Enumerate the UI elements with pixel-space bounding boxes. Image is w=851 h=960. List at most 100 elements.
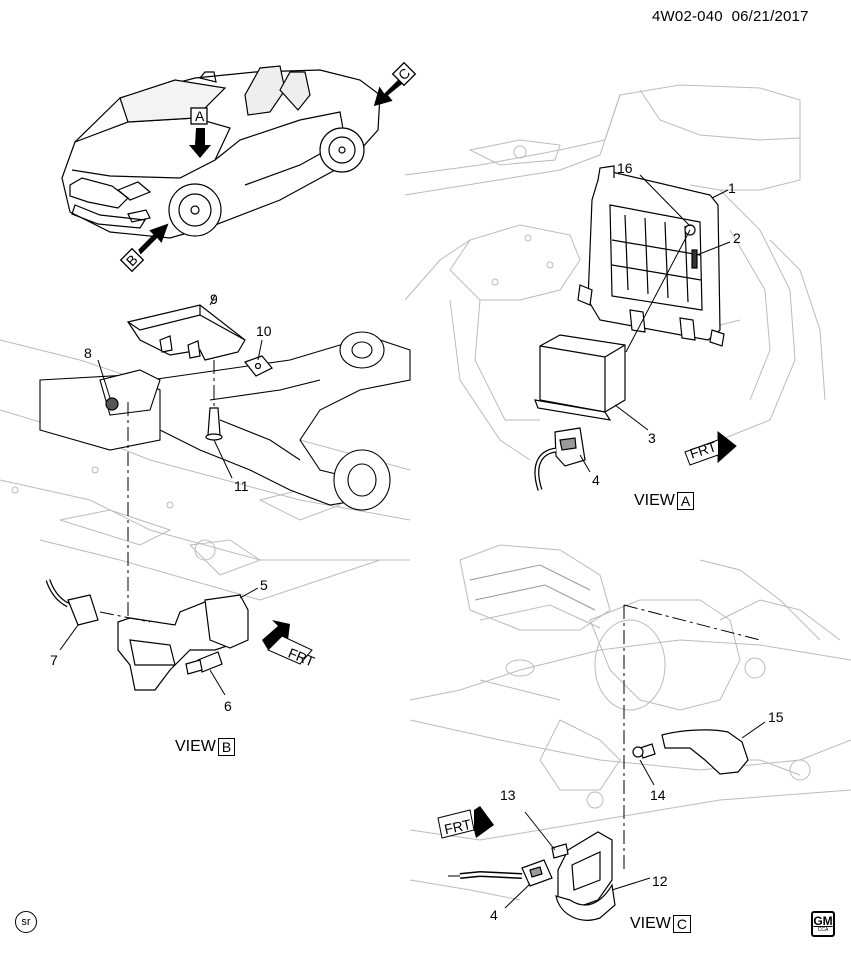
front-arrow-icon (474, 806, 494, 838)
view-c-tag-box (391, 61, 417, 87)
bracket-tab (597, 165, 615, 181)
callout-14: 14 (650, 787, 666, 803)
view-c-leaders (448, 604, 766, 909)
bracket-bolt-thread (185, 659, 203, 675)
view-a-arrow (189, 128, 211, 158)
front-arrow-head-fill (718, 432, 736, 462)
callout-1: 1 (728, 180, 736, 196)
vehicle-door-line (214, 111, 346, 186)
rear-wheel-rim (328, 136, 356, 164)
view-c-callouts: 12 13 14 15 4 (490, 709, 784, 923)
view-b-leaders (59, 294, 263, 696)
bolt-14-head (632, 746, 644, 758)
drawing-code: 4W02-040 (652, 8, 723, 25)
wiring-connector-c-latch (529, 866, 543, 878)
push-pin-head (205, 433, 223, 441)
vehicle-headrest (198, 71, 217, 83)
view-b-label: VIEW B (175, 738, 236, 756)
control-module-top (539, 344, 626, 412)
view-a-label: VIEW A (634, 492, 695, 510)
callout-16: 16 (617, 160, 633, 176)
wiring-connector-a-latch (559, 437, 577, 451)
view-a-letter: A (676, 492, 695, 510)
sensor-cover (127, 304, 246, 361)
front-wheel-rim (178, 193, 212, 227)
front-wheel (168, 183, 222, 237)
arm-bushing-core (351, 341, 373, 359)
view-b-letter: B (217, 738, 236, 756)
view-b-tag-box (119, 247, 145, 273)
view-a-pointer: A (189, 107, 211, 158)
vehicle-seat (279, 71, 311, 111)
view-b-pointer: B (119, 223, 169, 273)
sr-badge: sr (15, 911, 37, 933)
wiring-harness-a (534, 447, 557, 491)
view-a-word: VIEW (634, 492, 675, 509)
retainer-clip-hole (254, 362, 262, 370)
bolt-13 (551, 843, 569, 859)
callout-9: 9 (210, 291, 218, 307)
drawing-date: 06/21/2017 (731, 8, 809, 25)
view-c-background (409, 544, 851, 901)
view-c-label: VIEW C (630, 915, 692, 933)
wiring-harness-a-inner (535, 448, 557, 491)
front-label-c: FRT (443, 816, 473, 837)
bracket-frame (609, 204, 703, 311)
sensor-cover-top (127, 305, 246, 341)
callout-12: 12 (652, 873, 668, 889)
bracket-slot (629, 309, 696, 341)
front-label-b: FRT (286, 645, 317, 670)
callout-6: 6 (224, 698, 232, 714)
callout-11: 11 (234, 478, 249, 494)
view-b-callouts: 5 6 7 8 9 10 11 (50, 291, 272, 714)
view-a-callouts: 1 2 3 4 16 (592, 160, 741, 488)
view-c-arrow (373, 77, 405, 107)
vehicle-headlamp (116, 181, 152, 201)
callout-8: 8 (84, 345, 92, 361)
vehicle-lower-grille (71, 204, 147, 229)
sensor-module-c (661, 729, 749, 775)
callout-5: 5 (260, 577, 268, 593)
control-arm-inner (209, 379, 321, 461)
vehicle-grille (69, 177, 129, 209)
view-c-letter: C (672, 915, 692, 933)
view-b-word: VIEW (175, 738, 216, 755)
callout-10: 10 (256, 323, 272, 339)
front-indicator-a: FRT (684, 430, 737, 466)
view-a-tag: A (195, 108, 205, 124)
sensor-wrap-c (555, 883, 616, 921)
front-indicator-c: FRT (437, 806, 494, 839)
push-pin (207, 407, 221, 436)
mount-bracket-c (557, 831, 613, 911)
mount-bracket-c-face (571, 851, 601, 891)
control-module-flange (534, 399, 612, 421)
callout-3: 3 (648, 430, 656, 446)
nut-8 (105, 397, 119, 411)
callout-2: 2 (733, 230, 741, 246)
gm-logo-text: GM (813, 914, 833, 928)
wiring-harness-c-inner (459, 872, 523, 878)
header-code: 4W02-040 06/21/2017 (652, 8, 809, 25)
wiring-harness-b-inner (46, 579, 69, 607)
bracket-rib (611, 214, 702, 303)
vehicle-overview (61, 65, 381, 239)
callout-4-view-a: 4 (592, 472, 600, 488)
view-c-parts (459, 729, 749, 921)
view-c-pointer: C (373, 61, 417, 107)
view-a-leaders (579, 174, 731, 473)
control-arm (149, 339, 411, 506)
view-a-background (404, 84, 826, 461)
callout-15: 15 (768, 709, 784, 725)
view-c-word: VIEW (630, 915, 671, 932)
view-a-tag-box (190, 107, 208, 125)
callout-13: 13 (500, 787, 516, 803)
view-b-parts (45, 304, 273, 691)
ball-joint-core (347, 463, 377, 497)
gm-logo: GM CCA (811, 911, 835, 937)
wiring-harness-b (45, 579, 70, 608)
control-module (539, 334, 626, 413)
bracket-foot (577, 284, 725, 347)
callout-4-view-c: 4 (490, 907, 498, 923)
